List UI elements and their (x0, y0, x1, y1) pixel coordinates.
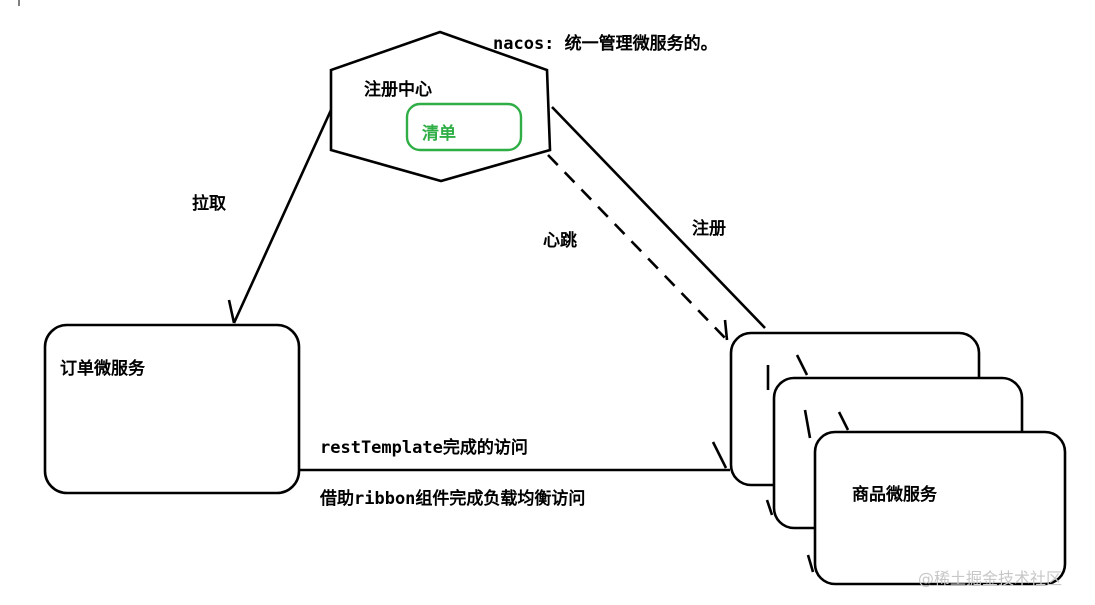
registry-label: 注册中心 (364, 79, 432, 100)
registry-hexagon (329, 30, 552, 183)
stack-tick-4 (837, 411, 850, 431)
stack-tick-6 (806, 554, 815, 573)
call-arrowhead (711, 441, 728, 469)
order-service-label: 订单微服务 (60, 358, 146, 379)
pull-arrowhead (227, 299, 236, 324)
heartbeat-edge (547, 154, 728, 341)
rest-call-label: restTemplate完成的访问 (320, 437, 528, 458)
product-service-box-front (813, 430, 1067, 586)
pull-label: 拉取 (192, 193, 226, 214)
pull-edge (232, 109, 333, 324)
list-label: 清单 (422, 123, 456, 144)
register-label: 注册 (692, 218, 726, 239)
heartbeat-label: 心跳 (543, 230, 577, 251)
product-service-label: 商品微服务 (852, 484, 938, 505)
list-box (405, 102, 523, 152)
order-service-box (43, 323, 301, 495)
register-edge (551, 106, 766, 329)
heartbeat-tick (723, 319, 729, 341)
stack-tick-3 (803, 409, 812, 439)
stack-tick-5 (765, 499, 774, 516)
watermark: @稀土掘金技术社区 (918, 569, 1062, 588)
stack-tick-2 (795, 354, 809, 376)
diagram-title: nacos: 统一管理微服务的。 (493, 33, 718, 54)
ribbon-call-label: 借助ribbon组件完成负载均衡访问 (319, 488, 585, 509)
